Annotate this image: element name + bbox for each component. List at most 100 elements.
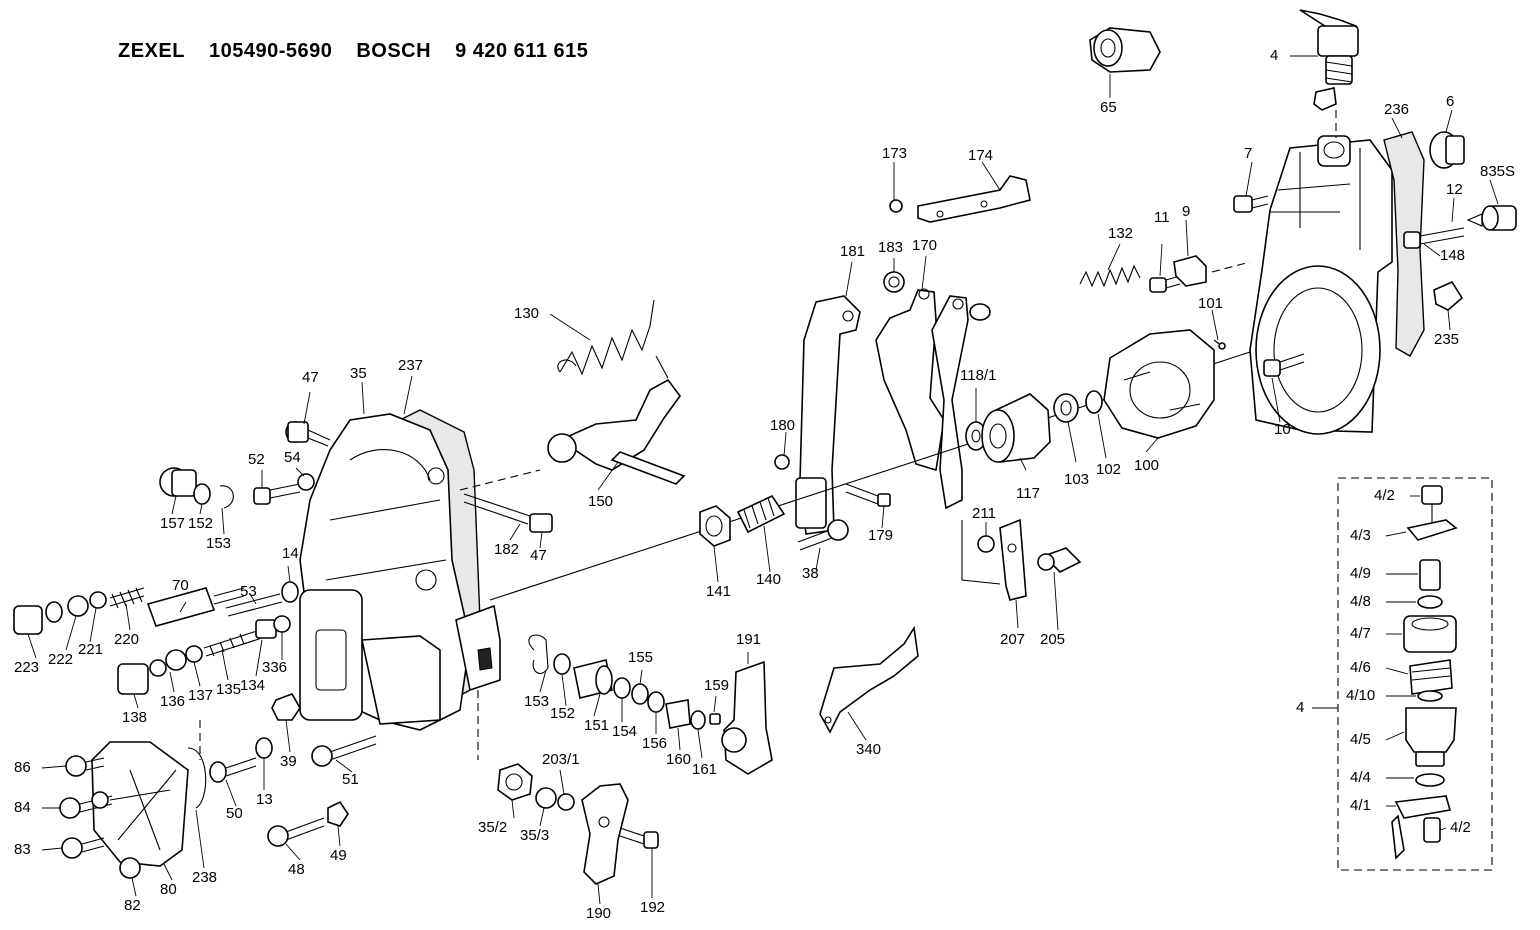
callout-label: 182 — [494, 541, 520, 558]
callout-label: 183 — [878, 239, 904, 256]
sleeve-160 — [665, 699, 691, 729]
callout-label: 220 — [114, 631, 140, 648]
washer-155 — [631, 683, 649, 705]
fitting-35-2 — [497, 763, 533, 801]
sleeve-151 — [573, 659, 613, 699]
screw-52 — [253, 483, 301, 505]
callout-label: 237 — [398, 357, 424, 374]
governor-housing — [1249, 135, 1393, 435]
callout-label: 47 — [530, 547, 547, 564]
callout-label: 336 — [262, 659, 288, 676]
callout-label: 132 — [1108, 225, 1134, 242]
leader-lines — [27, 55, 1499, 905]
callout-label: 221 — [78, 641, 104, 658]
screw-84 — [59, 791, 113, 819]
screw-48 — [267, 800, 349, 847]
housing-35 — [299, 413, 501, 731]
callout-label: 191 — [736, 631, 762, 648]
callout-label: 235 — [1434, 331, 1460, 348]
adjuster-6 — [1429, 131, 1465, 169]
callout-label: 118/1 — [960, 367, 997, 384]
callout-label: 4/1 — [1350, 797, 1371, 814]
callout-label: 9 — [1182, 203, 1191, 220]
callout-label: 192 — [640, 899, 666, 916]
callout-label: 39 — [280, 753, 297, 770]
spring-140 — [736, 494, 786, 534]
callout-label: 70 — [172, 577, 189, 594]
ring-152-mid — [553, 653, 571, 675]
clip-153-mid — [528, 634, 549, 674]
screw-51 — [311, 735, 377, 767]
flyweight-100 — [1103, 329, 1215, 439]
detail-box-4 — [1337, 477, 1493, 871]
screw-7 — [1233, 195, 1269, 213]
screw-83 — [61, 837, 105, 859]
callout-label: 153 — [524, 693, 550, 710]
callout-label: 12 — [1446, 181, 1463, 198]
callout-label: 173 — [882, 145, 908, 162]
callout-label: 140 — [756, 571, 782, 588]
callout-label: 4/5 — [1350, 731, 1371, 748]
lever-190 — [581, 783, 629, 885]
screw-86 — [65, 755, 105, 777]
callout-label: 190 — [586, 905, 612, 922]
callout-label: 4/3 — [1350, 527, 1371, 544]
callout-label: 130 — [514, 305, 540, 322]
callout-label: 222 — [48, 651, 74, 668]
lever-191 — [721, 660, 773, 775]
callout-label: 170 — [912, 237, 938, 254]
callout-label: 180 — [770, 417, 796, 434]
screw-47-top — [285, 421, 331, 447]
screw-192 — [619, 827, 659, 849]
callout-label: 135 — [216, 681, 242, 698]
callout-label: 84 — [14, 799, 31, 816]
callout-label: 238 — [192, 869, 218, 886]
callout-label: 53 — [240, 583, 257, 600]
callout-label: 4 — [1270, 47, 1279, 64]
screw-148 — [1403, 227, 1465, 249]
plug-70 — [146, 587, 245, 627]
callout-label: 152 — [188, 515, 214, 532]
callout-label: 4/7 — [1350, 625, 1371, 642]
ring-103 — [1053, 393, 1079, 423]
header-number-zexel: 105490-5690 — [208, 40, 333, 62]
callout-label: 141 — [706, 583, 732, 600]
callout-label: 159 — [704, 677, 730, 694]
callout-label: 65 — [1100, 99, 1117, 116]
callout-label: 103 — [1064, 471, 1090, 488]
callout-label: 4/8 — [1350, 593, 1371, 610]
callout-label: 82 — [124, 897, 141, 914]
callout-label: 161 — [692, 761, 718, 778]
nut-39 — [271, 693, 301, 721]
sleeve-117 — [981, 393, 1051, 463]
callout-label: 211 — [972, 505, 996, 522]
nut-180 — [774, 454, 790, 470]
callout-label: 4/2 — [1374, 487, 1395, 504]
callout-label: 80 — [160, 881, 177, 898]
callout-label: 236 — [1384, 101, 1410, 118]
lever-174 — [889, 175, 1031, 223]
clip-153-left — [219, 485, 234, 509]
callout-label: 49 — [330, 847, 347, 864]
header-brand-zexel: ZEXEL — [118, 40, 185, 62]
callout-label: 137 — [188, 687, 214, 704]
callout-label: 155 — [628, 649, 654, 666]
pin-179 — [845, 483, 891, 507]
callout-label: 181 — [840, 243, 866, 260]
plug-157 — [159, 467, 197, 497]
screw-38 — [797, 519, 849, 551]
clip-211 — [977, 535, 995, 553]
ring-35-3 — [535, 787, 557, 809]
callout-label: 223 — [14, 659, 40, 676]
callout-label: 117 — [1016, 485, 1040, 502]
callout-label: 136 — [160, 693, 186, 710]
bolt-182 — [463, 493, 553, 533]
callout-label: 101 — [1198, 295, 1224, 312]
block-9 — [1173, 255, 1207, 287]
callout-label: 47 — [302, 369, 319, 386]
lever-181 — [795, 295, 861, 535]
washer-203-1 — [557, 793, 575, 811]
callout-label: 4 — [1296, 699, 1305, 716]
